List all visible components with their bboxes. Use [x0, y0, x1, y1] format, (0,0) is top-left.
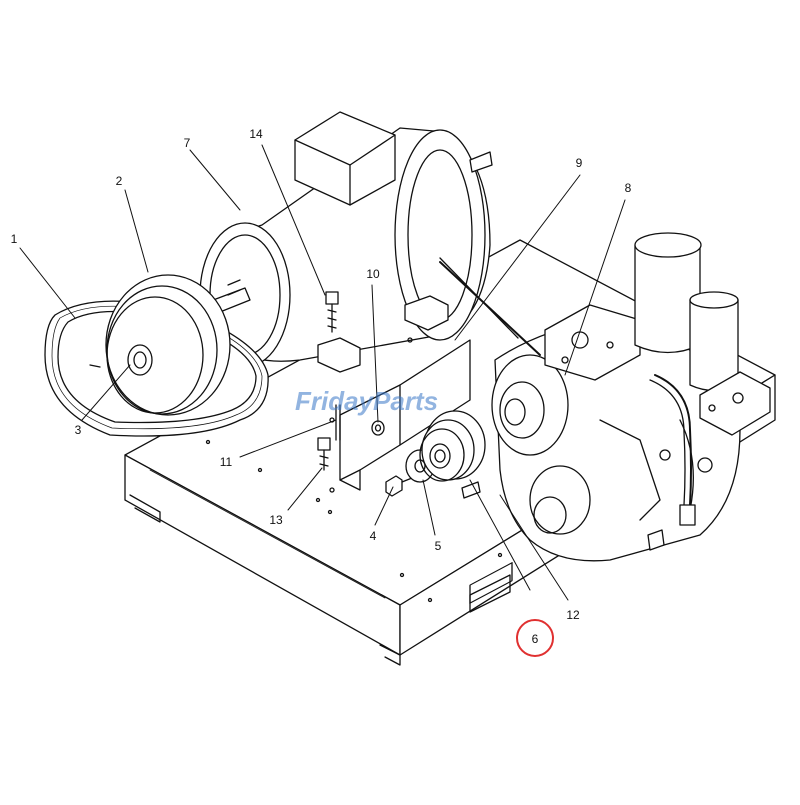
compressor-airend: [439, 261, 741, 562]
callout-10: 10: [366, 267, 380, 281]
callout-2: 2: [116, 174, 123, 188]
bolt-14: [325, 291, 339, 333]
callout-14: 14: [249, 127, 263, 141]
callout-3: 3: [75, 423, 82, 437]
leader-lines: [19, 144, 626, 601]
motor-pulley: [89, 274, 231, 416]
screw-4: [385, 475, 413, 497]
callout-9: 9: [576, 156, 583, 170]
stud-11: [335, 404, 341, 441]
callout-4: 4: [370, 529, 377, 543]
filter-head: [699, 371, 771, 436]
compressor-pulley: [419, 410, 486, 482]
callout-11: 11: [220, 455, 233, 469]
washer-10: [371, 420, 385, 436]
callout-7: 7: [184, 136, 191, 150]
callout-6: 6: [532, 632, 539, 646]
callout-13: 13: [269, 513, 283, 527]
callout-5: 5: [435, 539, 442, 553]
callout-12: 12: [566, 608, 580, 622]
highlight-ring: [516, 619, 554, 657]
oil-filter: [689, 291, 739, 392]
watermark-logo: FridayParts: [295, 386, 438, 416]
electric-motor: [199, 111, 519, 373]
bolt-13: [317, 437, 331, 471]
callout-1: 1: [11, 232, 18, 246]
callout-8: 8: [625, 181, 632, 195]
separator-tank: [634, 232, 702, 354]
